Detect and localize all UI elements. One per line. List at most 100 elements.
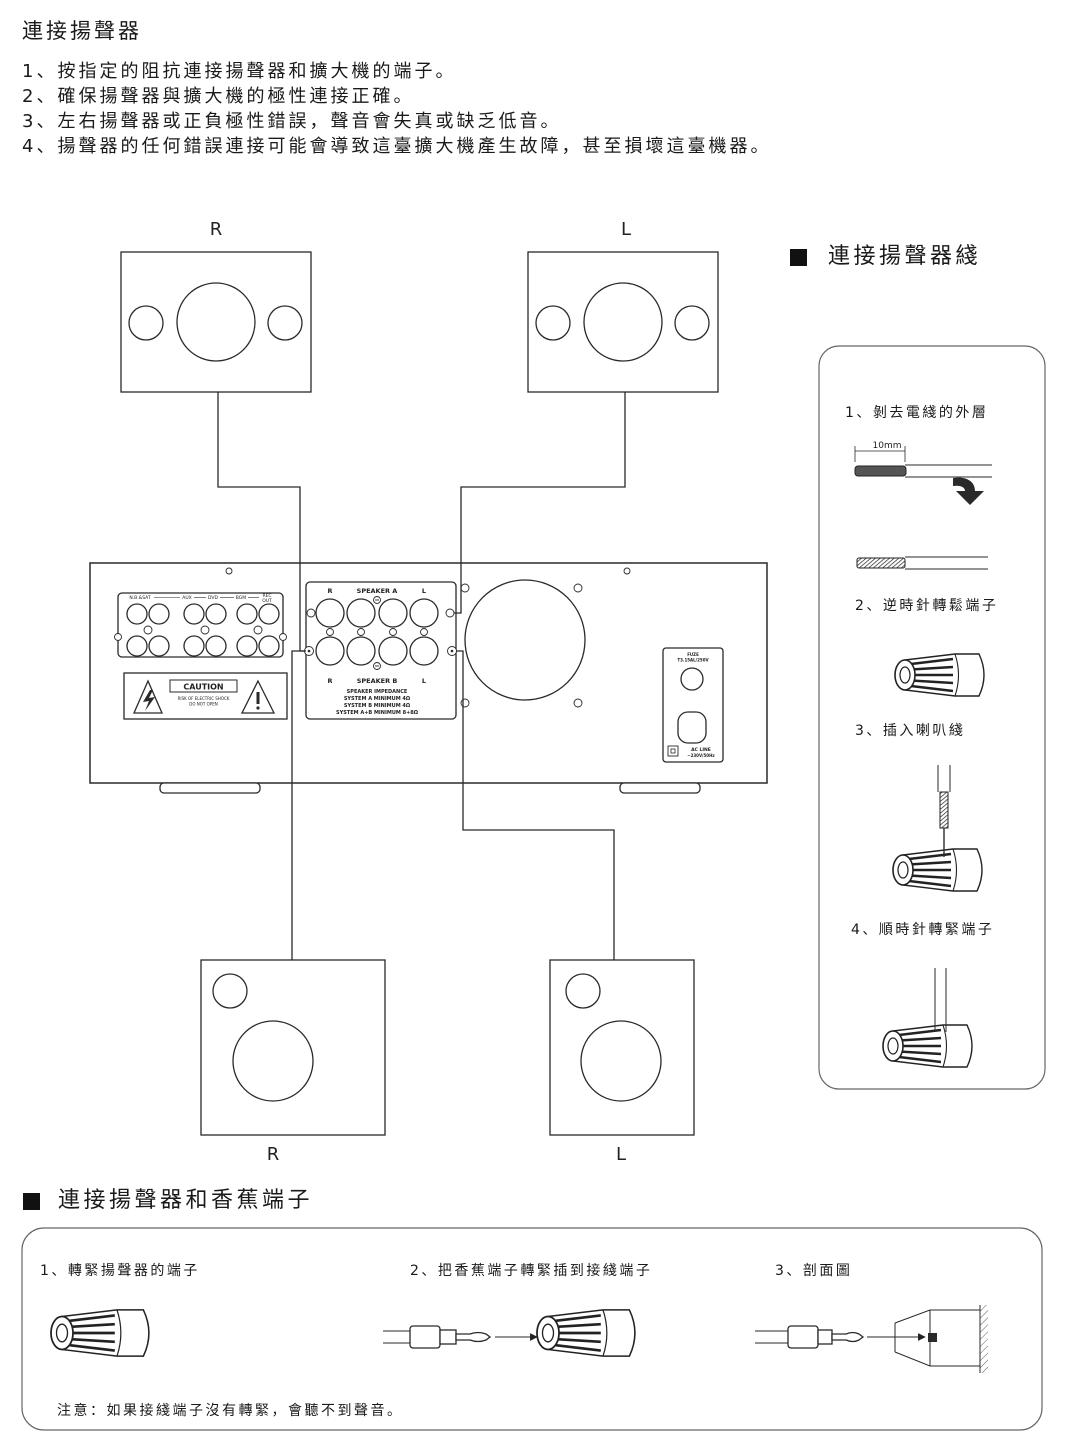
- chassis-hole: [225, 567, 233, 575]
- caution-title-box: [169, 679, 238, 693]
- binding-post: [315, 598, 345, 628]
- banana-section-heading: 連接揚聲器和香蕉端子: [58, 1188, 314, 1213]
- rear-right-speaker: [200, 959, 386, 1136]
- input-label-bgm: BGM: [236, 595, 246, 601]
- input-terminal-block: N.B.&SAT AUX DVD BGM REC OUT: [114, 592, 287, 658]
- page-title: 連接揚聲器: [22, 19, 142, 43]
- front-left-wire: [454, 392, 626, 614]
- fan-screw: [573, 698, 583, 708]
- rca-jack: [258, 635, 280, 657]
- terminal-rivet: [389, 628, 397, 636]
- input-label-aux: AUX: [182, 595, 191, 601]
- input-label-nbsat: N.B.&SAT: [129, 595, 150, 601]
- terminal-section: [894, 1309, 980, 1367]
- jack-screw: [253, 625, 263, 635]
- tweeter: [674, 305, 710, 341]
- amplifier-foot: [619, 782, 701, 794]
- input-label-out: OUT: [262, 598, 272, 604]
- banana-plug-insert-illustration: [383, 1308, 637, 1358]
- panel-wall: [980, 1305, 988, 1373]
- fan-screw: [573, 583, 583, 593]
- rear-left-label: L: [616, 1144, 626, 1165]
- impedance-line: SPEAKER IMPEDANCE: [347, 689, 408, 695]
- plug-body: [409, 1325, 441, 1349]
- binding-post: [409, 636, 439, 666]
- fuse-label: FUZE: [687, 652, 699, 657]
- rca-jack: [148, 635, 170, 657]
- rca-jack: [205, 635, 227, 657]
- front-left-label: L: [621, 219, 631, 240]
- chassis-hole: [623, 567, 631, 575]
- tweeter: [535, 305, 571, 341]
- strip-length-label: 10mm: [873, 441, 902, 451]
- caution-text-line: RISK OF ELECTRIC SHOCK: [178, 696, 230, 701]
- rear-right-wire: [291, 650, 304, 960]
- wire-steps-panel: [818, 345, 1046, 1090]
- front-left-speaker: [527, 251, 719, 393]
- rear-right-label: R: [267, 1144, 280, 1165]
- contact-point: [928, 1333, 937, 1342]
- wire-step-1: 1、剝去電綫的外層: [845, 405, 989, 421]
- cross-section-illustration: [755, 1305, 988, 1373]
- plug-collar: [817, 1329, 833, 1345]
- caution-title: CAUTION: [183, 683, 223, 692]
- post-screw: [445, 608, 455, 618]
- post-screw-dot: [450, 649, 454, 653]
- wire-step-4: 4、順時針轉緊端子: [851, 922, 995, 938]
- terminal-knob: [891, 847, 984, 893]
- rca-jack: [183, 603, 205, 625]
- twisted-conductor: [856, 557, 906, 569]
- exclamation-dot: [256, 706, 260, 710]
- input-label-dvd: DVD: [208, 595, 218, 601]
- rca-jack: [205, 603, 227, 625]
- wire-step-3: 3、插入喇叭綫: [855, 723, 966, 739]
- front-right-label: R: [210, 219, 223, 240]
- speaker-b-right-mark: R: [327, 677, 332, 685]
- banana-steps-panel: [21, 1227, 1043, 1431]
- double-insulation-inner: [670, 748, 676, 754]
- banana-step-1: 1、轉緊揚聲器的端子: [40, 1263, 200, 1279]
- amplifier-foot: [159, 782, 261, 794]
- woofer: [583, 282, 663, 362]
- tweeter: [267, 305, 303, 341]
- tightened-terminal-illustration: [881, 968, 974, 1069]
- section-bullet-icon: [23, 1193, 40, 1210]
- fan-screw: [460, 583, 470, 593]
- rear-left-wire: [456, 650, 615, 960]
- plug-body: [787, 1325, 819, 1349]
- terminal-knob: [535, 1308, 637, 1358]
- binding-post: [378, 598, 408, 628]
- terminal-rivet: [420, 628, 428, 636]
- fuse-rating: T3.15AL/250V: [677, 658, 709, 663]
- rca-jack: [183, 635, 205, 657]
- jack-screw: [200, 625, 210, 635]
- exclamation-mark: [256, 692, 260, 704]
- fan-grille: [464, 579, 586, 701]
- cooling-fan-opening: [460, 579, 586, 708]
- impedance-line: SYSTEM B MINIMUM 4Ω: [344, 703, 411, 709]
- caution-label: CAUTION RISK OF ELECTRIC SHOCK DO NOT OP…: [123, 672, 288, 720]
- front-right-speaker: [120, 251, 312, 393]
- binding-post: [346, 636, 376, 666]
- plug-collar: [439, 1329, 457, 1345]
- rca-jack: [236, 635, 258, 657]
- speaker-wires: [217, 392, 626, 960]
- wire-section-heading: 連接揚聲器綫: [828, 244, 982, 269]
- fan-screw: [460, 698, 470, 708]
- banana-step-3: 3、剖面圖: [775, 1263, 853, 1279]
- ac-line-label: AC LINE: [691, 747, 711, 753]
- instruction-item: 4、揚聲器的任何錯誤連接可能會導致這臺擴大機產生故障，甚至損壞這臺機器。: [22, 136, 772, 157]
- instruction-item: 3、左右揚聲器或正負極性錯誤，聲音會失真或缺乏低音。: [22, 111, 562, 132]
- turn-down-arrow-icon: [953, 477, 984, 505]
- binding-post: [346, 598, 376, 628]
- banana-step-2: 2、把香蕉端子轉緊插到接綫端子: [410, 1263, 653, 1279]
- tightened-terminal-knob: [49, 1308, 151, 1358]
- speaker-b-left-mark: L: [422, 677, 426, 685]
- input-label-rec: REC: [262, 593, 271, 599]
- terminal-knob: [881, 1023, 974, 1069]
- fuse-holder: [680, 667, 704, 691]
- post-screw: [306, 608, 316, 618]
- jack-screw: [143, 625, 153, 635]
- speaker-a-left-mark: L: [422, 587, 426, 595]
